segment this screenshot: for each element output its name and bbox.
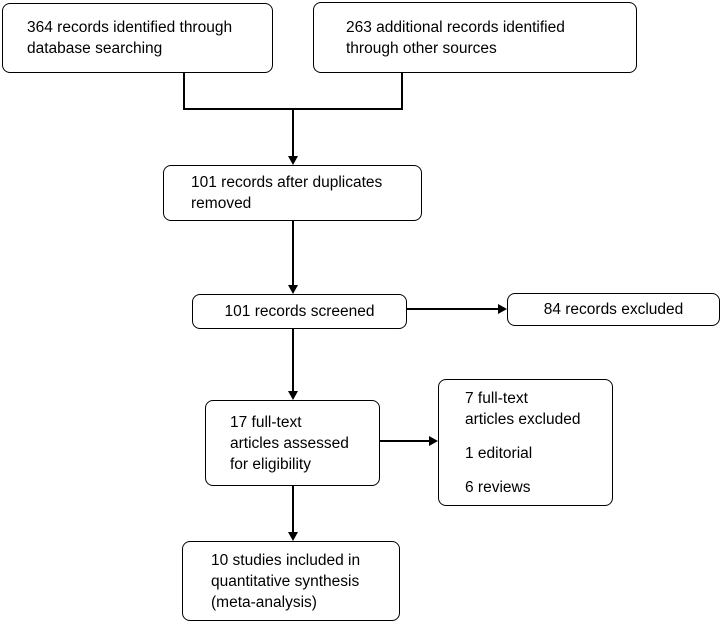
box-fulltext-assessed: 17 full-text articles assessed for eligi… (205, 400, 380, 486)
box-records-identified-other-sources-text: 263 additional records identified throug… (346, 18, 565, 57)
box-records-after-duplicates-removed-text: 101 records after duplicates removed (191, 174, 383, 212)
arrow-merge-to-duplicates-line (292, 108, 294, 157)
arrow-duplicates-to-screened-line (292, 221, 294, 286)
arrow-merge-to-duplicates-head (288, 156, 298, 165)
box-records-after-duplicates-removed: 101 records after duplicates removed (163, 165, 422, 221)
box-records-identified-other-sources: 263 additional records identified throug… (313, 2, 637, 73)
box-fulltext-excluded-paragraph: 6 reviews (465, 478, 531, 496)
box-fulltext-assessed-text: 17 full-text articles assessed for eligi… (230, 413, 349, 473)
arrow-screened-to-excluded-head (498, 304, 507, 314)
box-records-excluded-text: 84 records excluded (543, 301, 684, 318)
arrow-fulltext-to-included-line (292, 486, 294, 533)
box-included-quantitative-synthesis-text: 10 studies included in quantitative synt… (211, 551, 361, 611)
box-records-screened-text: 101 records screened (224, 303, 375, 320)
connector-database-to-merge (183, 73, 185, 109)
arrow-fulltext-to-excluded-head (429, 436, 438, 446)
box-records-screened: 101 records screened (192, 294, 407, 329)
box-included-quantitative-synthesis: 10 studies included in quantitative synt… (182, 541, 400, 621)
arrow-screened-to-fulltext-line (292, 328, 294, 392)
box-records-identified-database-text: 364 records identified through database … (27, 19, 233, 57)
box-fulltext-excluded-paragraph: 7 full-text articles excluded (465, 389, 581, 428)
box-fulltext-excluded: 7 full-text articles excluded 1 editoria… (438, 379, 613, 506)
arrow-screened-to-fulltext-head (288, 391, 298, 400)
box-records-identified-database: 364 records identified through database … (2, 3, 273, 73)
arrow-fulltext-to-excluded-line (380, 440, 430, 442)
arrow-fulltext-to-included-head (288, 532, 298, 541)
arrow-screened-to-excluded-line (407, 308, 499, 310)
box-fulltext-excluded-paragraph: 1 editorial (465, 444, 533, 462)
connector-other-sources-to-merge (401, 73, 403, 109)
box-records-excluded: 84 records excluded (507, 293, 720, 326)
arrow-duplicates-to-screened-head (288, 285, 298, 294)
